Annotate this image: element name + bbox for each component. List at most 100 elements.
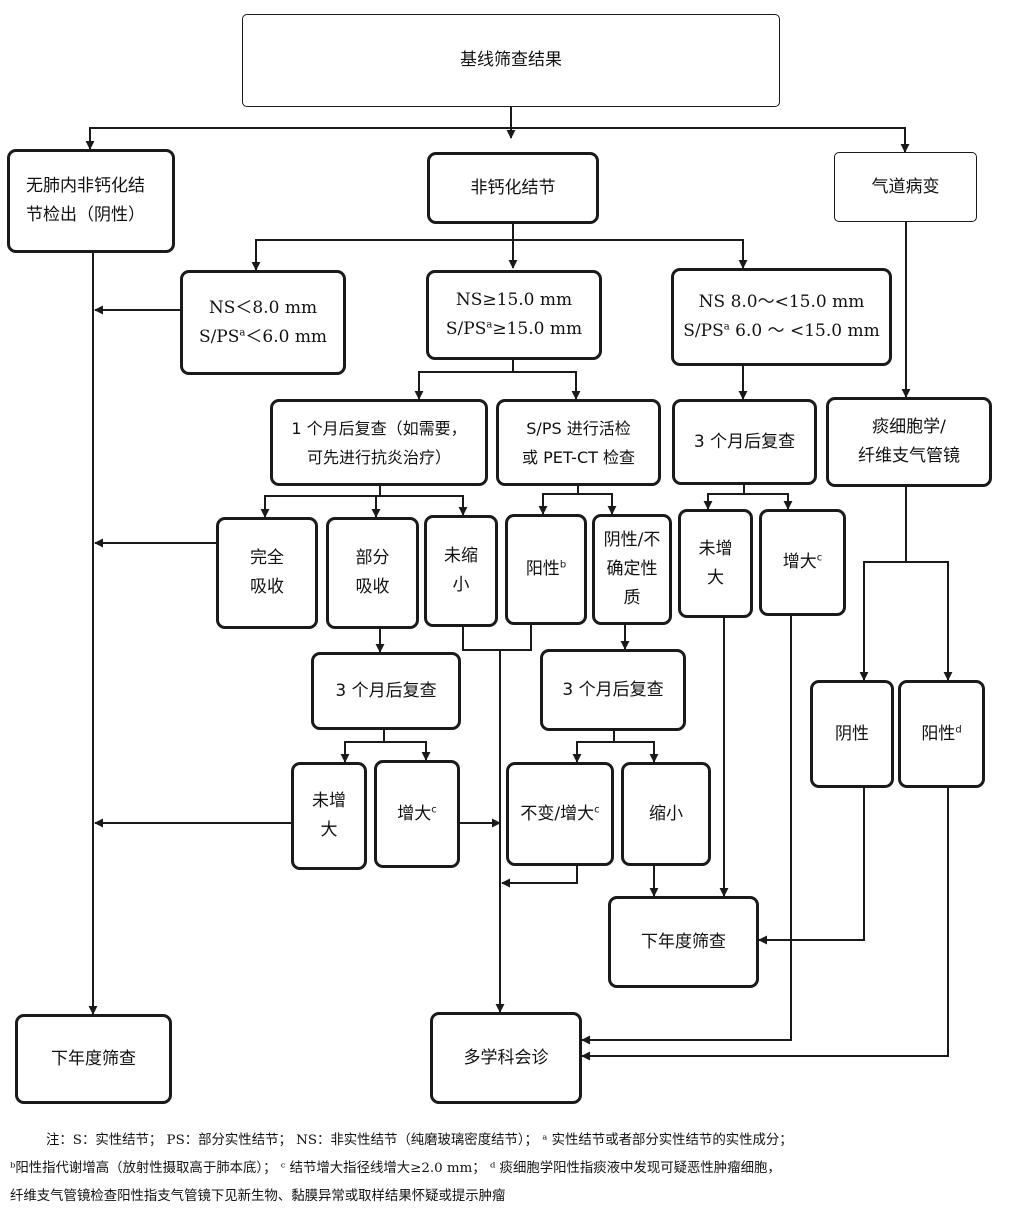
node-label: 或 PET-CT 检查 xyxy=(522,447,635,467)
node-label: S/PS 进行活检 xyxy=(526,418,631,438)
edge-large-split-r xyxy=(513,371,581,400)
node-not-grown-b: 未增 大 xyxy=(291,762,367,870)
node-sputum-bronchoscopy: 痰细胞学/ 纤维支气管镜 xyxy=(826,397,992,487)
node-annual-screening-mid: 下年度筛查 xyxy=(608,896,759,988)
node-label: NS＜8.0 mm xyxy=(208,297,318,318)
edge-3mc-bus-l xyxy=(572,731,615,763)
edge-grown-a-to-mdt xyxy=(581,616,792,1045)
edge-3ma-bus-r xyxy=(744,493,793,510)
node-label: 阴性/不 xyxy=(603,530,661,550)
edge-notshrunk-bracket xyxy=(462,625,532,651)
node-no-nodule-negative: 无肺内非钙化结 节检出（阴性） xyxy=(7,149,175,253)
edge-sputum-neg-down xyxy=(758,788,865,945)
node-label: 多学科会诊 xyxy=(463,1047,549,1068)
node-label: 非钙化结节 xyxy=(470,177,556,198)
node-label: 3 个月后复查 xyxy=(693,431,796,452)
footnote-line: ᵇ阳性指代谢增高（放射性摄取高于肺本底）； ᶜ 结节增大指径线增大≥2.0 mm… xyxy=(10,1161,781,1176)
edge-airway-to-sputum-split xyxy=(859,487,907,681)
node-noncalcified-nodule: 非钙化结节 xyxy=(427,152,599,224)
node-label: 小 xyxy=(452,575,470,595)
node-label: 吸收 xyxy=(250,577,284,597)
node-baseline-screening: 基线筛查结果 xyxy=(242,14,780,107)
node-label: 基线筛查结果 xyxy=(460,50,562,70)
edge-3mc-bus-r xyxy=(614,741,659,763)
node-negative-indeterminate: 阴性/不 确定性 质 xyxy=(592,514,672,625)
footnote: 注：S：实性结节； PS：部分实性结节； NS：非实性结节（纯磨玻璃密度结节）；… xyxy=(10,1127,1002,1211)
node-grown-a: 增大c xyxy=(759,509,846,616)
edge-large-split xyxy=(414,360,514,400)
node-label: 部分 xyxy=(355,548,390,568)
node-label: 可先进行抗炎治疗） xyxy=(306,447,451,467)
node-label: 增大c xyxy=(782,552,823,572)
node-label: NS≥15.0 mm xyxy=(455,290,573,310)
node-grown-b: 增大c xyxy=(374,760,460,868)
node-shrunk: 缩小 xyxy=(621,762,711,866)
edge-sputum-pos-branch xyxy=(906,561,953,681)
node-not-shrunk: 未缩 小 xyxy=(424,515,498,627)
node-recheck-1-month: 1 个月后复查（如需要， 可先进行抗炎治疗） xyxy=(270,399,488,486)
node-label: 纤维支气管镜 xyxy=(858,446,960,466)
edge-top-bus-left xyxy=(85,127,511,150)
node-label: 质 xyxy=(623,588,641,608)
node-size-medium: NS 8.0～<15.0 mm S/PSa 6.0 ～ <15.0 mm xyxy=(671,268,892,366)
node-not-grown-a: 未增 大 xyxy=(678,509,753,618)
node-label: 大 xyxy=(320,820,338,840)
edge-biopsy-bus-r xyxy=(578,493,617,515)
edge-1m-bus-r xyxy=(380,495,468,516)
node-recheck-3-month-c: 3 个月后复查 xyxy=(540,649,686,731)
node-label: S/PSa＜6.0 mm xyxy=(198,326,328,347)
node-label: 下年度筛查 xyxy=(641,931,726,952)
node-label: NS 8.0～<15.0 mm xyxy=(698,292,865,312)
node-label: 3 个月后复查 xyxy=(562,679,664,700)
node-label: 气道病变 xyxy=(871,176,940,197)
node-airway-lesion: 气道病变 xyxy=(834,152,977,222)
node-label: 未缩 xyxy=(444,546,478,566)
node-size-large: NS≥15.0 mm S/PSa≥15.0 mm xyxy=(426,270,602,360)
node-label: S/PSa≥15.0 mm xyxy=(445,319,583,339)
node-positive-b: 阳性b xyxy=(505,514,587,625)
node-unchanged-grown: 不变/增大c xyxy=(506,762,614,866)
node-label: 确定性 xyxy=(606,559,658,579)
node-label: 不变/增大c xyxy=(520,803,600,824)
edge-sputum-pos-to-mdt xyxy=(581,788,949,1061)
edge-3ma-bus-l xyxy=(703,485,745,510)
edge-unch-to-mdt xyxy=(501,866,578,888)
node-label: 完全 xyxy=(250,548,284,568)
node-label: 无肺内非钙化结 xyxy=(26,176,145,196)
edge-1m-bus-m xyxy=(371,495,381,518)
node-annual-screening-left: 下年度筛查 xyxy=(15,1014,172,1104)
node-size-small: NS＜8.0 mm S/PSa＜6.0 mm xyxy=(180,270,346,375)
node-label: 增大c xyxy=(397,803,437,824)
node-complete-absorption: 完全 吸收 xyxy=(216,517,318,629)
node-sputum-positive-d: 阳性d xyxy=(898,680,985,788)
node-label: 节检出（阴性） xyxy=(26,205,145,225)
edge-noncalc-left xyxy=(251,239,513,271)
node-label: S/PSa 6.0 ～ <15.0 mm xyxy=(683,321,880,341)
node-label: 3 个月后复查 xyxy=(335,680,437,701)
node-label: 痰细胞学/ xyxy=(872,417,946,437)
node-biopsy-petct: S/PS 进行活检 或 PET-CT 检查 xyxy=(496,399,661,486)
node-label: 吸收 xyxy=(355,577,390,597)
node-sputum-negative: 阴性 xyxy=(810,680,894,788)
node-label: 阴性 xyxy=(835,723,869,744)
edge-1m-bus-l xyxy=(260,486,381,518)
edge-3mb-bus-l xyxy=(340,730,385,763)
footnote-line: 纤维支气管镜检查阳性指支气管镜下见新生物、黏膜异常或取样结果怀疑或提示肿瘤 xyxy=(10,1189,506,1204)
node-label: 缩小 xyxy=(649,803,683,824)
node-multidisciplinary-consult: 多学科会诊 xyxy=(430,1012,582,1104)
node-label: 下年度筛查 xyxy=(51,1048,136,1069)
node-label: 大 xyxy=(707,567,724,588)
edge-top-bus-right xyxy=(511,127,910,153)
edge-3mb-bus-r xyxy=(384,741,431,761)
node-partial-absorption: 部分 吸收 xyxy=(326,517,419,629)
node-recheck-3-month-b: 3 个月后复查 xyxy=(311,652,461,730)
node-label: 阳性d xyxy=(921,723,962,744)
node-recheck-3-month-a: 3 个月后复查 xyxy=(672,399,817,485)
node-label: 1 个月后复查（如需要， xyxy=(291,418,467,438)
edge-noncalc-right xyxy=(513,239,748,269)
node-label: 阳性b xyxy=(525,559,567,579)
node-label: 未增 xyxy=(698,538,733,559)
edge-biopsy-bus-l xyxy=(538,486,579,515)
